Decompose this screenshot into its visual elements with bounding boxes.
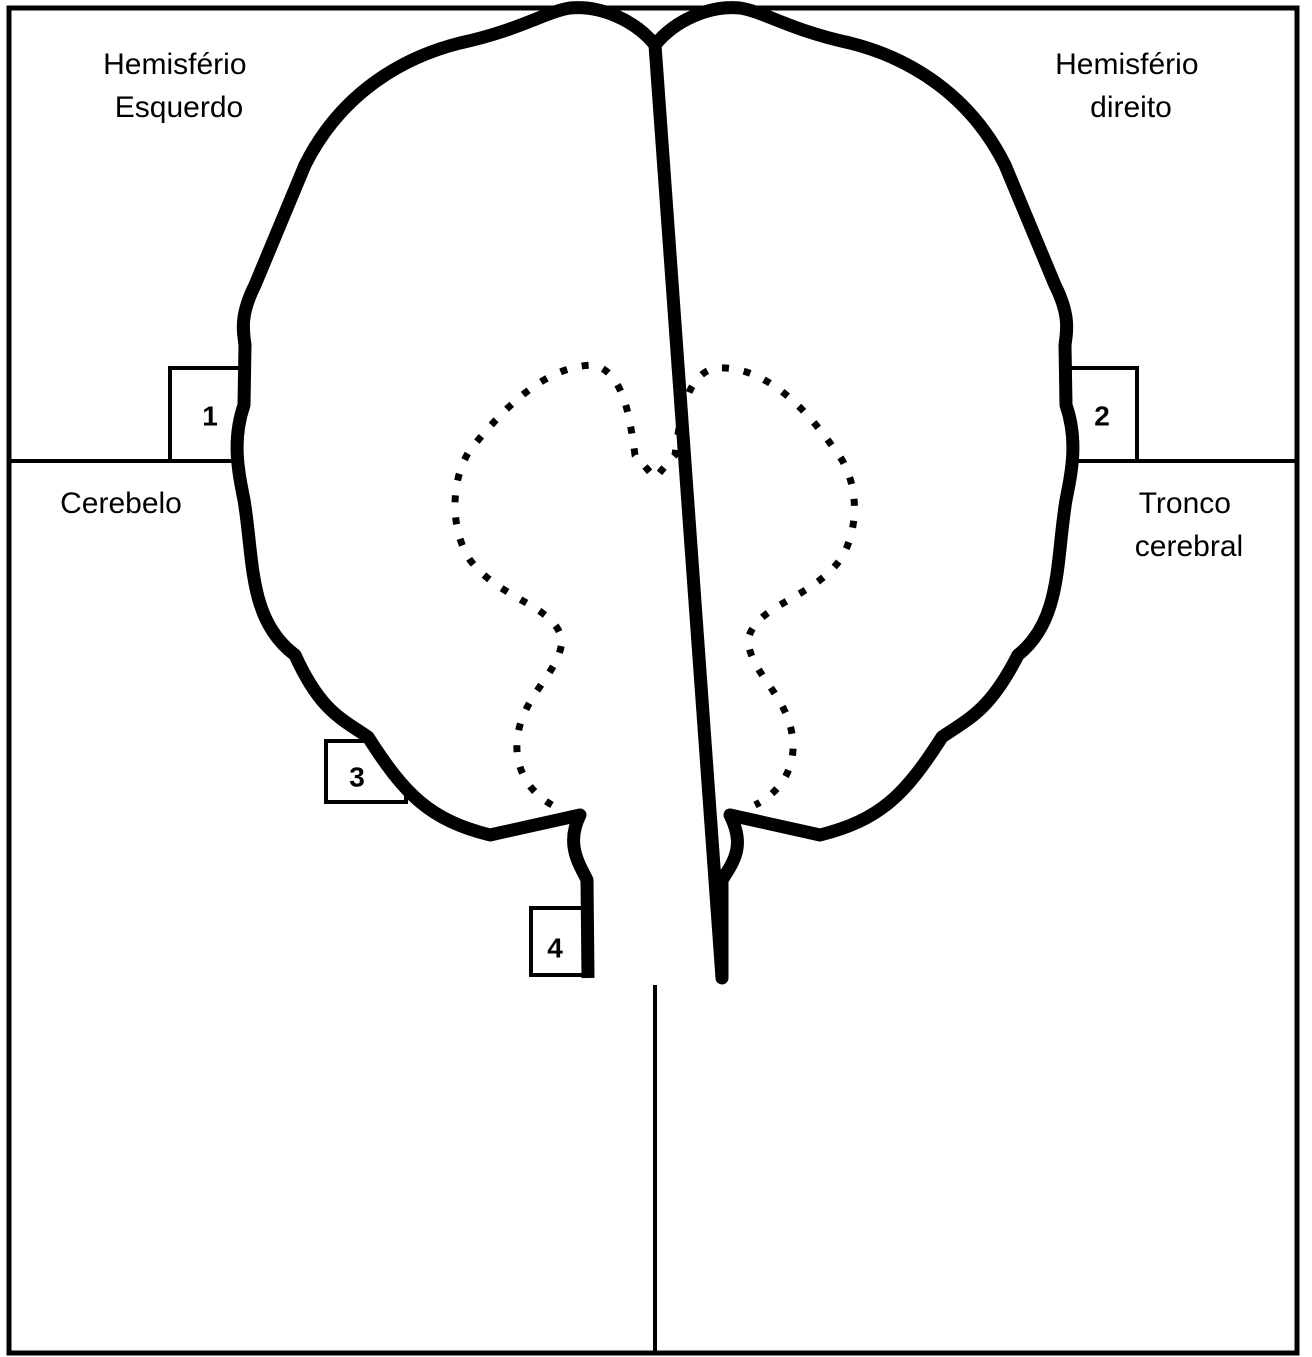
marker-1-number: 1 — [202, 401, 218, 432]
ventricle-dotted-line — [451, 361, 858, 809]
label-left-hemisphere-line-2: Esquerdo — [115, 91, 243, 124]
label-cerebellum: Cerebelo — [60, 487, 182, 520]
label-right-hemisphere-line-1: Hemisfério — [1055, 48, 1198, 81]
marker-4 — [529, 906, 589, 977]
label-cerebellum-line-1: Cerebelo — [60, 487, 182, 520]
label-brainstem: Tronco cerebral — [1135, 487, 1243, 563]
marker-3-number: 3 — [349, 762, 365, 793]
label-brainstem-line-2: cerebral — [1135, 530, 1243, 563]
marker-1 — [168, 366, 244, 463]
marker-2 — [1066, 366, 1139, 463]
marker-1-box — [168, 366, 244, 463]
brain-outline — [230, 1, 1080, 985]
label-brainstem-line-1: Tronco — [1139, 487, 1231, 520]
label-left-hemisphere-line-1: Hemisfério — [103, 48, 246, 81]
marker-4-number: 4 — [547, 933, 563, 964]
label-right-hemisphere: Hemisfério direito — [1055, 48, 1207, 124]
label-right-hemisphere-line-2: direito — [1090, 91, 1172, 124]
label-left-hemisphere: Hemisfério Esquerdo — [103, 48, 255, 124]
marker-2-number: 2 — [1094, 401, 1110, 432]
marker-4-box — [529, 906, 589, 977]
marker-2-box — [1066, 366, 1139, 463]
